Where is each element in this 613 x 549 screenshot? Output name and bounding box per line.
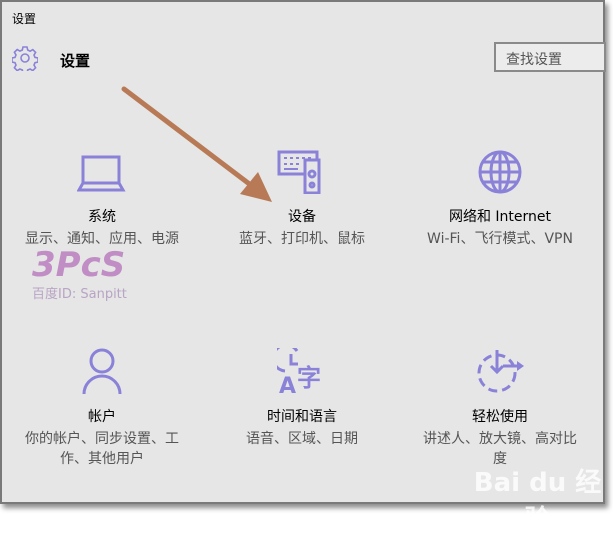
tile-subtitle: 你的帐户、同步设置、工作、其他用户 bbox=[25, 431, 179, 467]
tile-subtitle: 显示、通知、应用、电源 bbox=[25, 231, 179, 247]
tile-title: 网络和 Internet bbox=[448, 209, 552, 225]
ease-of-access-icon bbox=[477, 350, 524, 393]
svg-text:字: 字 bbox=[297, 364, 321, 392]
svg-text:A: A bbox=[279, 374, 296, 394]
tile-subtitle: Wi-Fi、飞行模式、VPN bbox=[427, 231, 573, 247]
tile-devices[interactable]: 设备 蓝牙、打印机、鼠标 bbox=[202, 150, 402, 249]
settings-window: 设置 设置 查找设置 系统 显示、通知、应用、电源 设备 蓝牙、打印机、鼠标 网… bbox=[0, 0, 606, 504]
tile-system[interactable]: 系统 显示、通知、应用、电源 bbox=[2, 150, 202, 249]
author-logo: 3PcS bbox=[32, 245, 126, 285]
annotation-arrow bbox=[121, 86, 272, 202]
search-input[interactable]: 查找设置 bbox=[494, 42, 606, 72]
tile-subtitle: 讲述人、放大镜、高对比度 bbox=[423, 431, 577, 467]
tile-subtitle: 语音、区域、日期 bbox=[246, 431, 358, 447]
laptop-icon bbox=[77, 155, 126, 192]
tile-title: 设备 bbox=[288, 209, 316, 225]
page-title: 设置 bbox=[60, 52, 91, 70]
devices-icon bbox=[277, 150, 321, 194]
site-logo: Bai du 经验 bbox=[473, 468, 602, 535]
site-url: jingyan.baidu.com bbox=[486, 536, 589, 549]
tile-subtitle: 蓝牙、打印机、鼠标 bbox=[239, 231, 365, 247]
tile-title: 帐户 bbox=[88, 409, 116, 425]
tile-title: 系统 bbox=[88, 209, 116, 225]
site-watermark: Bai du 经验 jingyan.baidu.com bbox=[472, 462, 603, 549]
tile-title: 时间和语言 bbox=[267, 409, 337, 425]
window-title: 设置 bbox=[12, 12, 37, 26]
tile-title: 轻松使用 bbox=[472, 409, 528, 425]
tile-accounts[interactable]: 帐户 你的帐户、同步设置、工作、其他用户 bbox=[2, 348, 202, 469]
person-icon bbox=[82, 348, 122, 394]
tile-network[interactable]: 网络和 Internet Wi-Fi、飞行模式、VPN bbox=[400, 150, 600, 249]
author-id: 百度ID: Sanpitt bbox=[32, 287, 127, 302]
gear-icon bbox=[12, 46, 38, 71]
author-watermark: 3PcS 百度ID: Sanpitt bbox=[32, 247, 127, 302]
tile-ease-of-access[interactable]: 轻松使用 讲述人、放大镜、高对比度 bbox=[400, 348, 600, 469]
globe-icon bbox=[478, 150, 522, 194]
